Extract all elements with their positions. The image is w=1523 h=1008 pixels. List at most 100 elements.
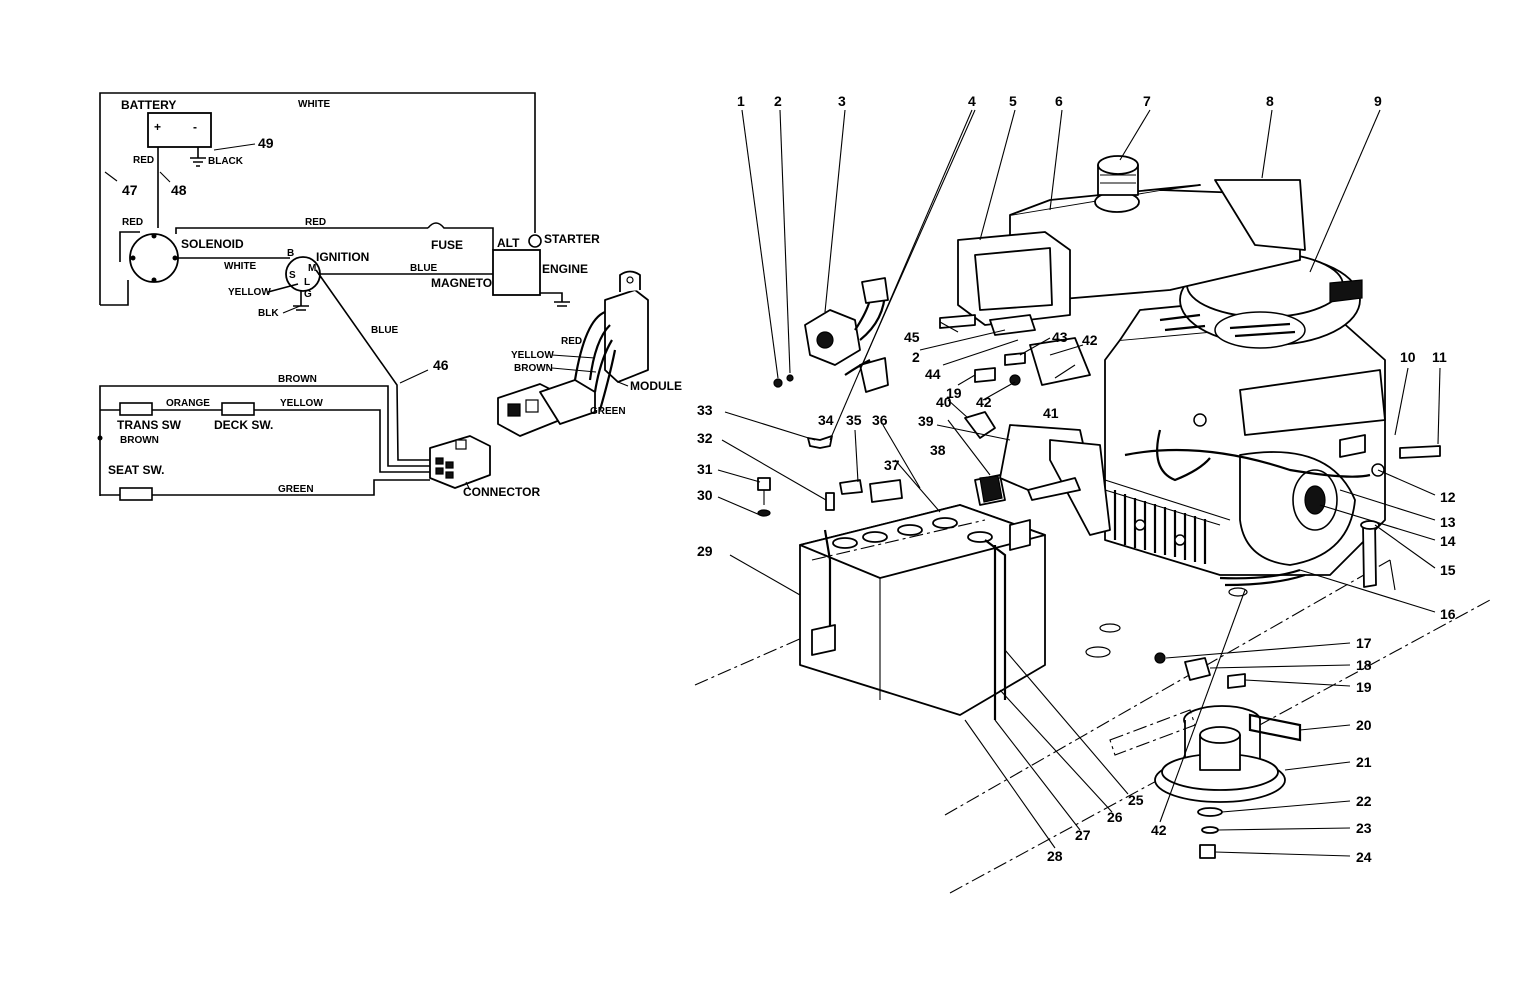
wire-label-brown-top: BROWN — [278, 374, 317, 385]
frame-edge — [944, 559, 1391, 816]
magneto-label: MAGNETO — [431, 276, 492, 290]
wire-label-red-fuse: RED — [305, 217, 326, 228]
white-wire-loop — [99, 92, 536, 305]
hardware-parts — [757, 277, 1441, 689]
starter-symbol — [528, 234, 542, 248]
pulley-assembly — [1109, 705, 1302, 859]
callout-29: 29 — [697, 543, 713, 559]
wire-label-blue-magneto: BLUE — [410, 263, 438, 274]
wire-label-brown-left: BROWN — [120, 435, 159, 446]
terminal-b: B — [287, 248, 294, 259]
callout-14: 14 — [1440, 533, 1456, 549]
frame-hole — [1085, 646, 1111, 658]
callout-43: 43 — [1052, 329, 1068, 345]
callout-9: 9 — [1374, 93, 1382, 109]
leader-yellow-module — [551, 354, 596, 359]
callout-24: 24 — [1356, 849, 1372, 865]
callout-19: 19 — [1356, 679, 1372, 695]
ref-49: 49 — [258, 135, 274, 151]
leader-blk — [282, 305, 301, 314]
callout-34: 34 — [818, 412, 834, 428]
callout-21: 21 — [1356, 754, 1372, 770]
callout-18: 18 — [1356, 657, 1372, 673]
wire-label-yellow-deck: YELLOW — [280, 398, 323, 409]
wiring-schematic: WHITE BATTERY + - BLACK 49 RED 47 48 RED… — [97, 92, 682, 501]
module-assembly — [497, 270, 649, 437]
callout-17: 17 — [1356, 635, 1372, 651]
seat-sw-label: SEAT SW. — [108, 463, 164, 477]
alt-label: ALT — [497, 236, 520, 250]
starter-label: STARTER — [544, 232, 600, 246]
wire-label-brown-module: BROWN — [514, 363, 553, 374]
callout-27: 27 — [1075, 827, 1091, 843]
callout-7: 7 — [1143, 93, 1151, 109]
leader-brown-module — [551, 367, 597, 373]
solenoid-terminal — [151, 233, 157, 239]
callout-36: 36 — [872, 412, 888, 428]
clip — [1339, 434, 1366, 458]
seat-switch-symbol — [119, 487, 153, 501]
callout-35: 35 — [846, 412, 862, 428]
callout-11: 11 — [1432, 349, 1447, 365]
frame-edge — [1389, 559, 1396, 591]
callout-13: 13 — [1440, 514, 1456, 530]
callout-42-mid: 42 — [1082, 332, 1098, 348]
engine-wire-harness — [1124, 448, 1371, 478]
left-return-wire — [100, 280, 129, 306]
battery-symbol — [147, 112, 212, 148]
solenoid-part — [859, 357, 889, 393]
wire-label-red-left: RED — [133, 155, 154, 166]
wire-label-green-module: GREEN — [590, 406, 626, 417]
callout-22: 22 — [1356, 793, 1372, 809]
solenoid-label: SOLENOID — [181, 237, 244, 251]
brown-wire-top — [99, 385, 430, 496]
leader-48 — [159, 171, 171, 183]
callout-28: 28 — [1047, 848, 1063, 864]
ignition-ground — [293, 291, 309, 311]
connector-block — [429, 435, 491, 489]
leader-46 — [399, 369, 429, 384]
yellow-deck-wire — [254, 409, 430, 473]
exploded-parts-view: 1 2 3 4 5 6 7 8 9 10 11 12 13 14 15 16 1… — [694, 93, 1491, 894]
callout-37: 37 — [884, 457, 900, 473]
leader-module — [617, 381, 629, 387]
callout-2: 2 — [774, 93, 782, 109]
leader-47 — [104, 171, 118, 182]
callout-numbers: 1 2 3 4 5 6 7 8 9 10 11 12 13 14 15 16 1… — [697, 93, 1456, 865]
solenoid-terminal — [172, 255, 178, 261]
callout-1: 1 — [737, 93, 745, 109]
leader-connector — [465, 481, 471, 491]
callout-12: 12 — [1440, 489, 1456, 505]
terminal-s: S — [289, 270, 296, 281]
engine-symbol — [492, 249, 541, 296]
battery-ground — [190, 147, 206, 167]
callout-19-mid: 19 — [946, 385, 962, 401]
wire-label-white-ign: WHITE — [224, 261, 257, 272]
terminal-g: G — [304, 289, 312, 300]
ref-46: 46 — [433, 357, 449, 373]
tank-bracket — [1214, 179, 1306, 251]
callout-5: 5 — [1009, 93, 1017, 109]
module-label: MODULE — [630, 379, 682, 393]
wire-label-green-seat: GREEN — [278, 484, 314, 495]
leader-49 — [213, 143, 256, 151]
leader-lines — [717, 109, 1441, 857]
solenoid-terminal — [151, 277, 157, 283]
callout-6: 6 — [1055, 93, 1063, 109]
junction-dot — [97, 435, 103, 441]
callout-38: 38 — [930, 442, 946, 458]
trans-switch-symbol — [119, 402, 153, 416]
trans-sw-label: TRANS SW — [117, 418, 182, 432]
callout-41: 41 — [1043, 405, 1059, 421]
terminal-m: M — [308, 263, 316, 274]
callout-33: 33 — [697, 402, 713, 418]
wire-label-yellow-ign: YELLOW — [228, 287, 271, 298]
battery-label: BATTERY — [121, 98, 176, 112]
wire-label-white-top: WHITE — [298, 99, 331, 110]
callout-45: 45 — [904, 329, 920, 345]
blue-wire-to-connector — [315, 269, 430, 461]
callout-16: 16 — [1440, 606, 1456, 622]
mount-plate — [1029, 337, 1091, 386]
